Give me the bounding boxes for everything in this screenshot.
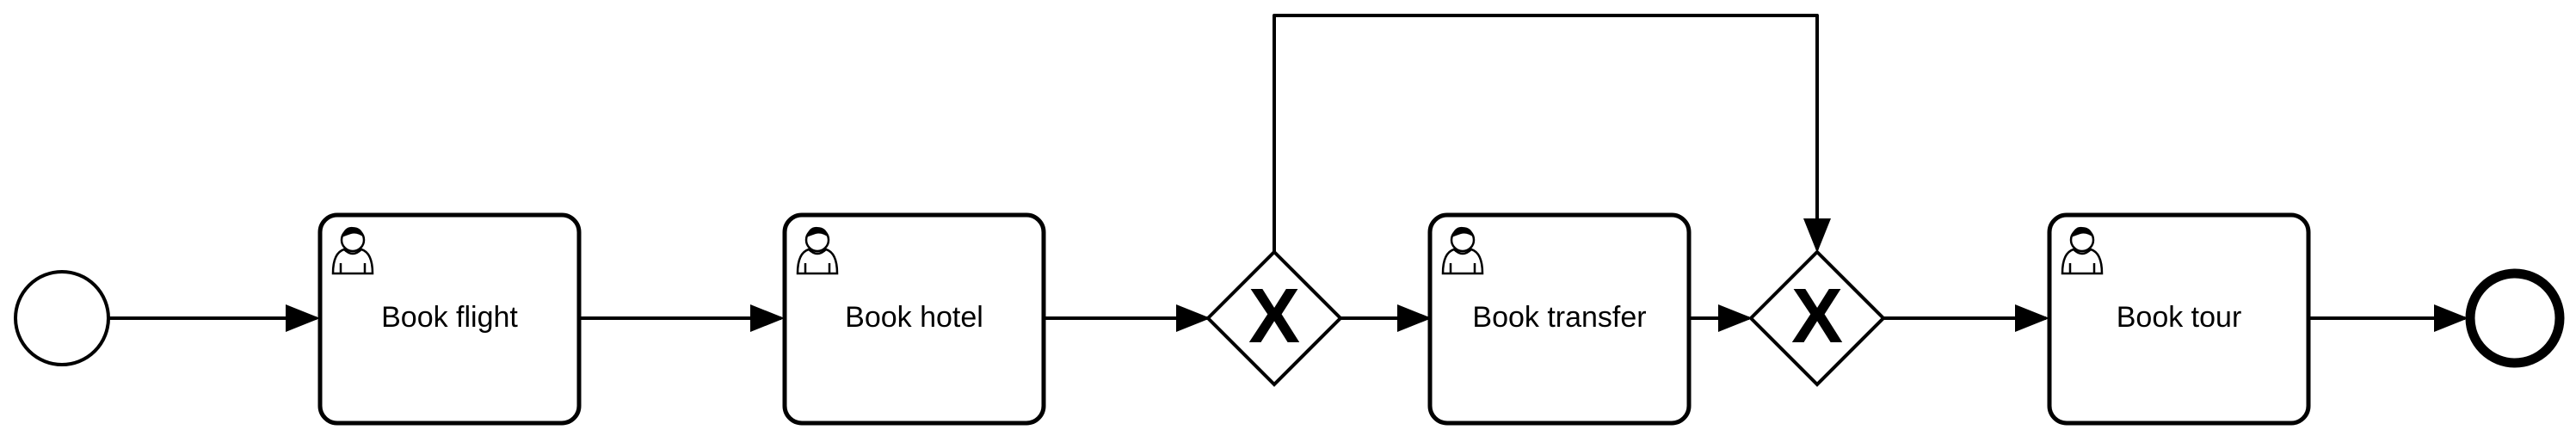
task-book-tour[interactable]: Book tour xyxy=(2047,212,2311,426)
sequence-flows xyxy=(109,14,2468,332)
user-icon xyxy=(2061,226,2104,275)
task-label: Book flight xyxy=(381,301,518,334)
task-label: Book tour xyxy=(2117,301,2242,334)
task-book-flight[interactable]: Book flight xyxy=(317,212,582,426)
task-label: Book hotel xyxy=(845,301,983,334)
user-icon xyxy=(796,226,839,275)
task-label: Book transfer xyxy=(1472,301,1646,334)
exclusive-gateway-1[interactable]: X xyxy=(1205,249,1343,387)
end-event[interactable] xyxy=(2465,268,2565,368)
flow-gateway-1-to-gateway-2-bypass[interactable] xyxy=(1273,14,1831,253)
user-icon xyxy=(1441,226,1484,275)
task-book-transfer[interactable]: Book transfer xyxy=(1427,212,1692,426)
gateway-x-icon: X xyxy=(1248,273,1300,359)
user-icon xyxy=(331,226,374,275)
task-book-hotel[interactable]: Book hotel xyxy=(782,212,1046,426)
exclusive-gateway-2[interactable]: X xyxy=(1748,249,1886,387)
start-event[interactable] xyxy=(14,270,110,366)
gateway-x-icon: X xyxy=(1791,273,1843,359)
